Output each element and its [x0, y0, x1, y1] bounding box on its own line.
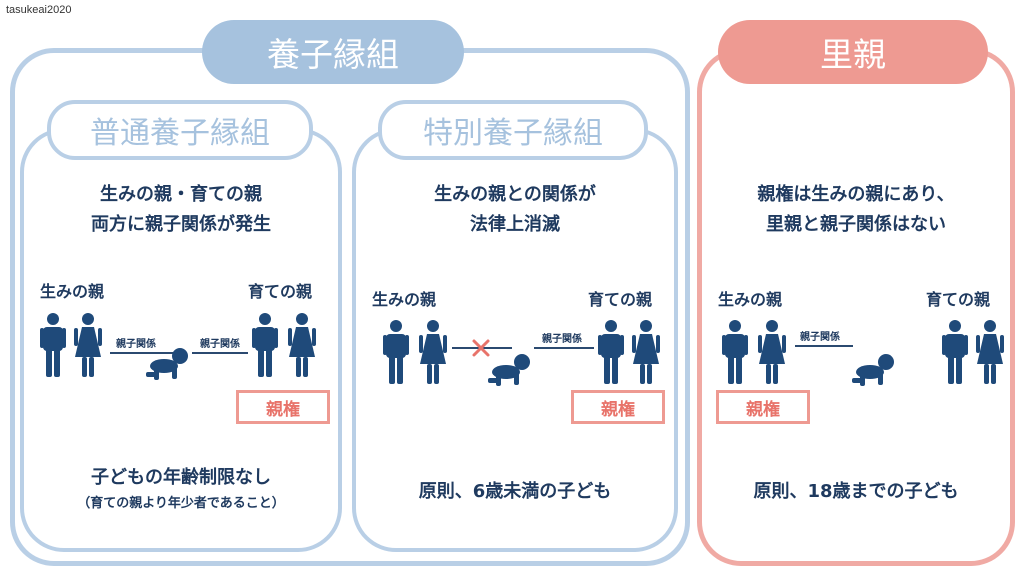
ordinary-adoption-title: 普通養子縁組	[47, 100, 313, 160]
special-description-line-1: 生みの親との関係が	[434, 184, 596, 205]
baby-icon	[488, 354, 532, 386]
woman-icon	[976, 320, 1004, 384]
foster-birth-parents-label: 生みの親	[718, 290, 783, 309]
ordinary-footer-note: （育ての親より年少者であること）	[77, 496, 285, 511]
ordinary-description-line-1: 生みの親・育ての親	[100, 184, 262, 205]
man-icon	[942, 320, 968, 384]
foster-relation-label: 親子関係	[800, 332, 840, 343]
ordinary-footer: 子どもの年齢制限なし	[91, 467, 271, 488]
woman-icon	[758, 320, 786, 384]
ordinary-birth-parents-label: 生みの親	[40, 282, 105, 301]
man-icon	[383, 320, 409, 384]
special-description: 生みの親との関係が 法律上消滅	[362, 180, 668, 240]
foster-title: 里親	[718, 20, 988, 84]
foster-description: 親権は生みの親にあり、 里親と親子関係はない	[706, 180, 1006, 240]
foster-custody-badge: 親権	[716, 390, 810, 424]
man-icon	[40, 313, 66, 377]
ordinary-description-line-2: 両方に親子関係が発生	[91, 214, 271, 235]
adoption-title: 養子縁組	[202, 20, 464, 84]
man-icon	[722, 320, 748, 384]
ordinary-description: 生みの親・育ての親 両方に親子関係が発生	[30, 180, 332, 240]
baby-icon	[146, 348, 190, 380]
man-icon	[598, 320, 624, 384]
baby-icon	[852, 354, 896, 386]
ordinary-relation-line-right	[192, 352, 248, 354]
special-footer: 原則、6歳未満の子ども	[418, 481, 612, 502]
foster-description-line-2: 里親と親子関係はない	[766, 214, 946, 235]
ordinary-relation-label-left: 親子関係	[116, 339, 156, 350]
special-description-line-2: 法律上消滅	[470, 214, 560, 235]
foster-relation-line	[795, 345, 853, 347]
watermark: tasukeai2020	[6, 4, 72, 16]
special-foster-parents-label: 育ての親	[588, 290, 653, 309]
foster-footer: 原則、18歳までの子ども	[753, 481, 959, 502]
woman-icon	[288, 313, 316, 377]
special-adoption-title: 特別養子縁組	[378, 100, 648, 160]
cross-icon	[472, 339, 490, 357]
woman-icon	[74, 313, 102, 377]
special-custody-badge: 親権	[571, 390, 665, 424]
ordinary-foster-parents-label: 育ての親	[248, 282, 313, 301]
ordinary-custody-badge: 親権	[236, 390, 330, 424]
ordinary-relation-line-left	[110, 352, 174, 354]
foster-foster-parents-label: 育ての親	[926, 290, 991, 309]
woman-icon	[632, 320, 660, 384]
special-relation-line	[534, 347, 594, 349]
foster-description-line-1: 親権は生みの親にあり、	[757, 184, 955, 205]
special-birth-parents-label: 生みの親	[372, 290, 437, 309]
ordinary-relation-label-right: 親子関係	[200, 339, 240, 350]
woman-icon	[419, 320, 447, 384]
man-icon	[252, 313, 278, 377]
special-relation-label: 親子関係	[542, 334, 582, 345]
